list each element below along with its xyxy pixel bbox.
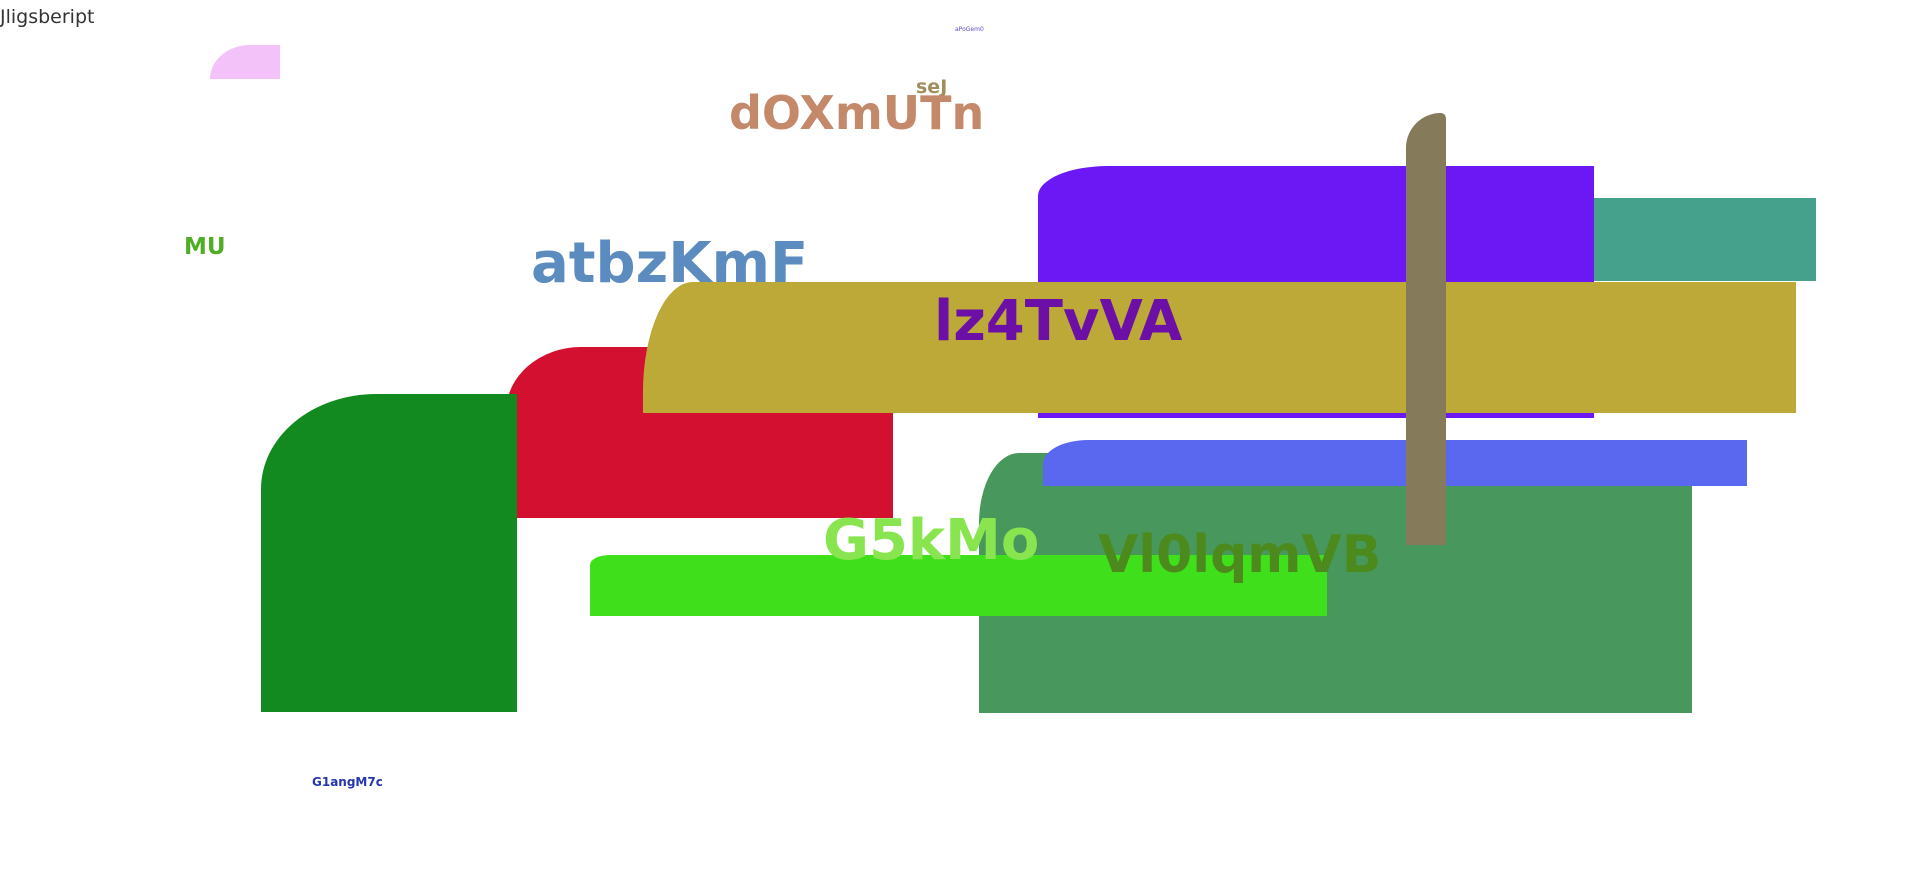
corner-script-text: Jligsbeript — [0, 6, 95, 28]
label-atbzkmf: atbzKmF — [531, 231, 809, 296]
label-vl0lqmvb: Vl0lqmVB — [1098, 525, 1382, 585]
gold-shape — [643, 282, 1796, 413]
label-lz4tvva: lz4TvVA — [934, 289, 1183, 354]
label-mu: MU — [184, 234, 226, 260]
label-doxmutn: dOXmUTn — [729, 86, 985, 140]
label-sej: seJ — [916, 76, 948, 98]
label-g1angm7c: G1angM7c — [312, 775, 383, 789]
olive-shape — [1406, 113, 1446, 545]
blue-shape — [1043, 440, 1747, 486]
pink-shape — [210, 45, 280, 79]
label-g5kmo: G5kMo — [823, 508, 1040, 573]
label-apogem0: aPoGem0 — [955, 26, 984, 33]
teal-shape — [1594, 198, 1816, 281]
dark-green-shape — [261, 394, 517, 712]
lime-shape — [590, 555, 1327, 616]
